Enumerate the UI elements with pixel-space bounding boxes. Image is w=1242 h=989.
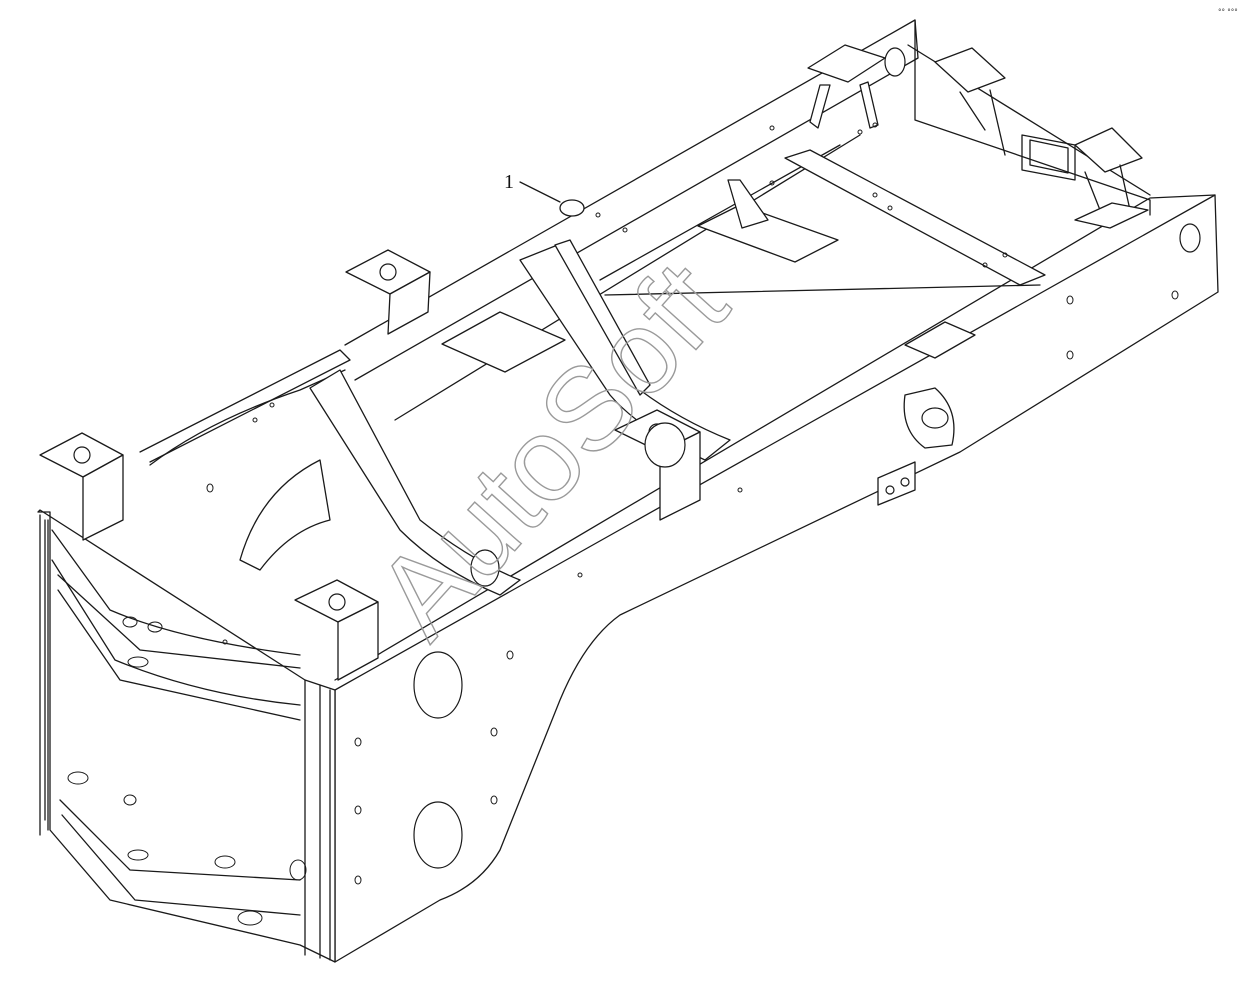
mount-box-rear-b bbox=[934, 47, 1006, 156]
front-post-left bbox=[39, 514, 49, 836]
floor-line-1 bbox=[394, 134, 861, 421]
callout-1-target bbox=[559, 199, 585, 217]
hole-center-pin bbox=[644, 422, 686, 468]
side-holes bbox=[413, 47, 1201, 869]
gusset-center-2 bbox=[554, 239, 651, 396]
mount-box-rear-c bbox=[1074, 127, 1143, 211]
rear-cross-member bbox=[914, 19, 1151, 216]
floor-plate-b bbox=[697, 204, 839, 263]
mount-box-front-left bbox=[39, 432, 124, 541]
inner-gussets bbox=[309, 239, 731, 596]
cradle-curve bbox=[239, 459, 331, 571]
hole-rear-left bbox=[884, 47, 906, 77]
hole-roller bbox=[470, 549, 500, 587]
small-holes bbox=[67, 122, 1179, 926]
cross-bar bbox=[784, 149, 1046, 286]
mount-box-rear-a bbox=[807, 44, 886, 129]
mount-box-front-right bbox=[294, 579, 379, 681]
floor-rib-b bbox=[727, 179, 769, 229]
pivot-lug bbox=[903, 387, 955, 449]
window-rear bbox=[1021, 134, 1076, 181]
large-hole-lower bbox=[413, 801, 463, 869]
frame-body bbox=[37, 19, 1219, 963]
floor-plate-a bbox=[441, 311, 566, 373]
gusset-center bbox=[519, 241, 731, 461]
front-frame bbox=[37, 509, 336, 963]
small-bracket-right bbox=[904, 321, 976, 359]
left-member-lower-edge bbox=[139, 349, 351, 463]
callout-1: 1 bbox=[504, 171, 585, 217]
right-side-member bbox=[334, 194, 1219, 963]
callout-1-leader bbox=[519, 181, 561, 203]
cradle-left bbox=[149, 369, 346, 466]
corner-mark: °° °°° bbox=[1218, 8, 1238, 16]
callout-1-label: 1 bbox=[504, 171, 514, 193]
front-frame-inner bbox=[44, 519, 301, 916]
large-hole-upper bbox=[413, 651, 463, 719]
left-side-member bbox=[344, 19, 919, 381]
gusset-left bbox=[309, 369, 521, 596]
front-post-right bbox=[304, 679, 331, 961]
mount-box-mid-left bbox=[345, 249, 431, 335]
right-member-top-edge bbox=[334, 194, 1216, 681]
floor-plates bbox=[441, 149, 1046, 373]
hole-rear-right bbox=[1179, 223, 1201, 253]
floor-line-3 bbox=[599, 144, 841, 281]
front-guard-middle bbox=[51, 559, 301, 706]
under-bracket bbox=[877, 461, 916, 506]
floor-line-2 bbox=[604, 284, 1041, 296]
mount-box-rear-d bbox=[1074, 202, 1149, 229]
front-guard-upper bbox=[51, 529, 301, 656]
